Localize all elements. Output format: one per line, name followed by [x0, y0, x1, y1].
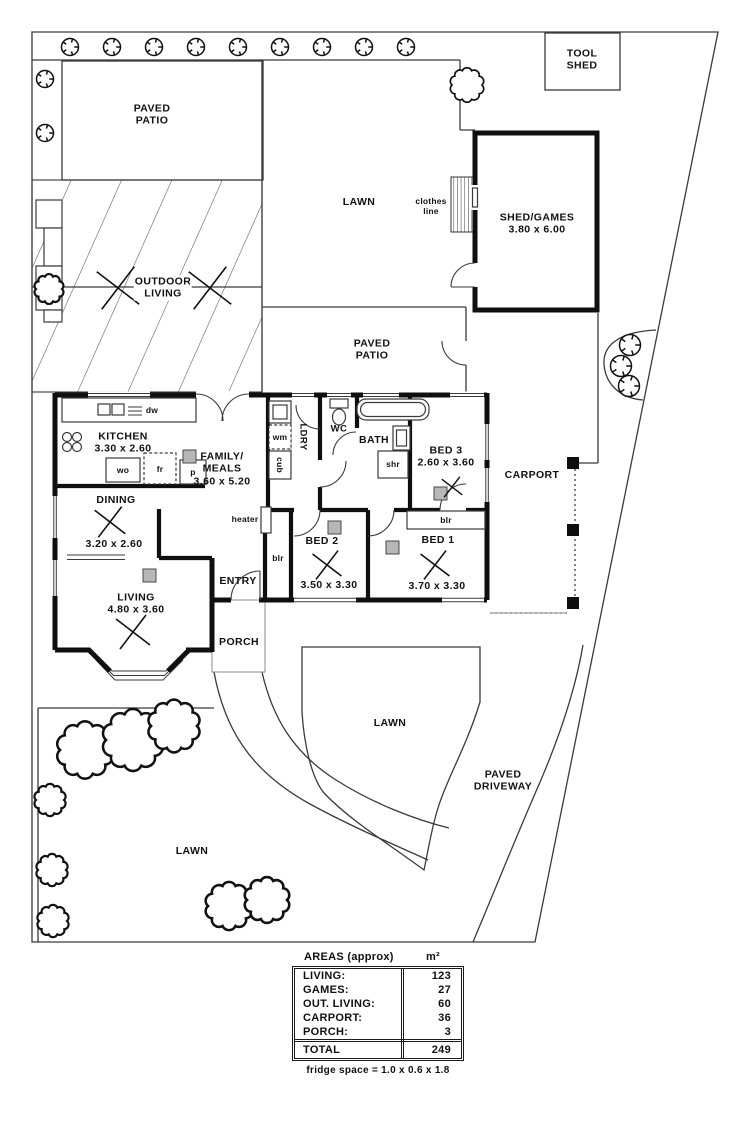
- area-label: GAMES:: [303, 984, 349, 996]
- areas-table-unit: m²: [425, 951, 440, 963]
- label-wc: WC: [330, 423, 348, 435]
- label-cub: cub: [275, 457, 286, 473]
- label-entry: ENTRY: [219, 574, 257, 587]
- label-family-meals: FAMILY/ MEALS 3.60 x 5.20: [193, 450, 251, 488]
- laundry-fixtures: [268, 400, 292, 480]
- label-bed1-dims: 3.70 x 3.30: [408, 579, 466, 592]
- label-bed2: BED 2: [305, 534, 339, 547]
- label-clothes-line: clothes line: [415, 195, 447, 216]
- label-ldry: LDRY: [297, 423, 309, 451]
- label-lawn-bottom: LAWN: [175, 844, 209, 857]
- label-p: p: [190, 466, 196, 477]
- area-label: CARPORT:: [303, 1012, 363, 1024]
- table-row: GAMES: 27: [295, 983, 461, 997]
- label-heater: heater: [231, 513, 259, 524]
- total-value: 249: [431, 1044, 451, 1056]
- areas-table-title: AREAS (approx): [304, 951, 394, 963]
- area-label: PORCH:: [303, 1026, 349, 1038]
- label-porch: PORCH: [219, 635, 259, 648]
- area-label: OUT. LIVING:: [303, 998, 376, 1010]
- label-living: LIVING 4.80 x 3.60: [107, 591, 165, 616]
- label-outdoor-living: OUTDOOR LIVING: [133, 275, 193, 301]
- area-value: 123: [431, 970, 451, 982]
- label-fr: fr: [156, 463, 164, 474]
- label-carport: CARPORT: [504, 468, 560, 481]
- shed-games-building: [450, 130, 600, 313]
- wc-fixtures: [329, 398, 349, 426]
- area-label: LIVING:: [303, 970, 346, 982]
- windows: [51, 391, 491, 604]
- label-paved-patio-top: PAVED PATIO: [132, 102, 172, 128]
- label-bed1: BED 1: [421, 533, 455, 546]
- label-bed3: BED 3 2.60 x 3.60: [417, 444, 475, 469]
- tool-shed-outline: [544, 32, 621, 91]
- table-row: LIVING: 123: [295, 969, 461, 983]
- label-tool-shed: TOOL SHED: [566, 47, 598, 72]
- area-value: 60: [438, 998, 451, 1010]
- area-value: 27: [438, 984, 451, 996]
- label-wm: wm: [272, 431, 288, 442]
- table-row: CARPORT: 36: [295, 1011, 461, 1025]
- label-paved-patio-mid: PAVED PATIO: [353, 337, 391, 362]
- label-bath: BATH: [359, 433, 389, 446]
- label-blr-bed1: blr: [440, 514, 452, 525]
- areas-table-divider: [401, 969, 404, 1058]
- label-lawn-top: LAWN: [342, 195, 376, 208]
- areas-table-header: AREAS (approx) m²: [292, 951, 464, 966]
- label-shr: shr: [386, 458, 400, 469]
- label-dw: dw: [145, 404, 159, 415]
- area-value: 36: [438, 1012, 451, 1024]
- bath-fixtures: [356, 398, 430, 479]
- table-row: PORCH: 3: [295, 1025, 461, 1039]
- kitchen-fixtures: [61, 397, 207, 485]
- label-dining: DINING: [96, 493, 136, 506]
- area-value: 3: [444, 1026, 451, 1038]
- areas-table: AREAS (approx) m² LIVING: 123 GAMES: 27 …: [292, 951, 464, 1076]
- label-blr-hall: blr: [272, 552, 284, 563]
- table-row: OUT. LIVING: 60: [295, 997, 461, 1011]
- fridge-space-note: fridge space = 1.0 x 0.6 x 1.8: [306, 1065, 450, 1076]
- carport-structure: [441, 307, 599, 614]
- label-shed-games: SHED/GAMES 3.80 x 6.00: [499, 211, 575, 236]
- total-label: TOTAL: [303, 1044, 341, 1056]
- label-wo: wo: [116, 464, 130, 475]
- label-paved-driveway: PAVED DRIVEWAY: [473, 768, 533, 793]
- label-dining-dims: 3.20 x 2.60: [85, 537, 143, 550]
- areas-table-box: LIVING: 123 GAMES: 27 OUT. LIVING: 60 CA…: [292, 966, 464, 1061]
- label-kitchen: KITCHEN 3.30 x 2.60: [94, 430, 152, 455]
- table-total-row: TOTAL 249: [295, 1039, 461, 1058]
- label-lawn-mid: LAWN: [373, 716, 407, 729]
- label-bed2-dims: 3.50 x 3.30: [300, 578, 358, 591]
